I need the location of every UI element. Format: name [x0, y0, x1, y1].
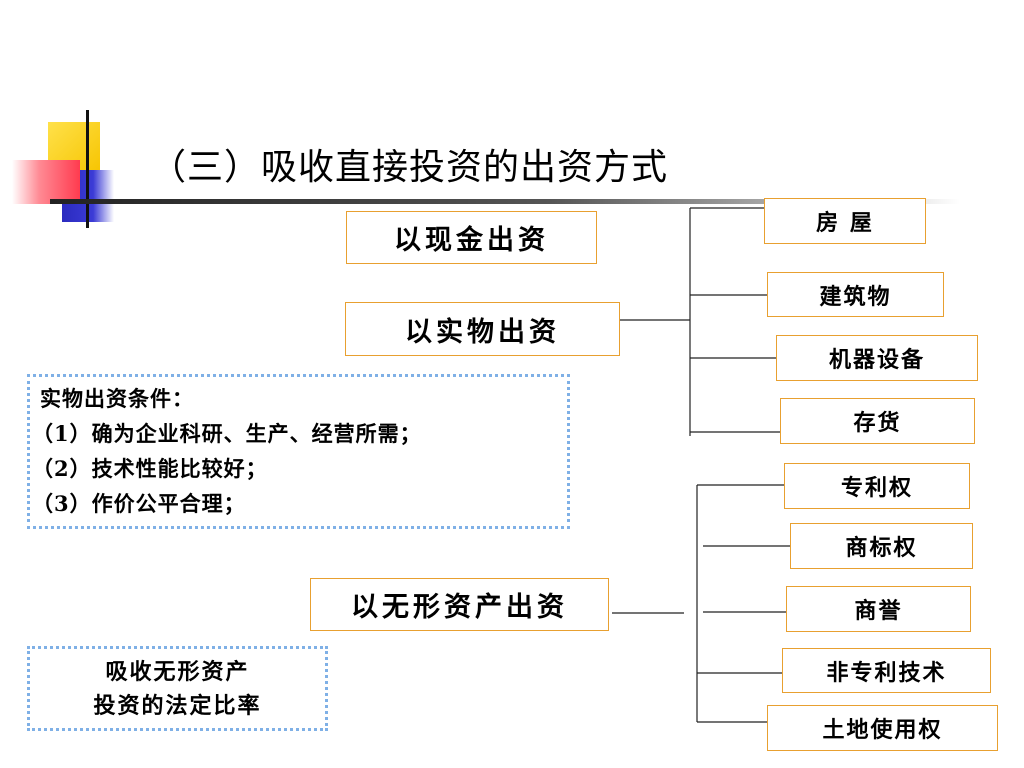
physical-item-building: 建筑物	[767, 272, 944, 317]
note-line-1: 吸收无形资产	[105, 658, 250, 685]
note-line-2: 投资的法定比率	[93, 692, 262, 719]
intangible-item-patent: 专利权	[784, 463, 970, 509]
cash-method-box: 以现金出资	[346, 211, 597, 264]
physical-item-machinery: 机器设备	[776, 335, 978, 381]
title-decoration	[0, 110, 140, 230]
condition-item: （1）确为企业科研、生产、经营所需；	[32, 421, 422, 446]
intangible-item-goodwill: 商誉	[786, 586, 971, 632]
conditions-panel: 实物出资条件： （1）确为企业科研、生产、经营所需； （2）技术性能比较好； （…	[27, 374, 570, 529]
physical-item-house: 房 屋	[764, 198, 926, 244]
condition-item: （2）技术性能比较好；	[32, 456, 268, 481]
physical-method-box: 以实物出资	[345, 302, 620, 356]
physical-item-inventory: 存货	[780, 398, 975, 444]
intangible-method-box: 以无形资产出资	[310, 578, 609, 631]
title-underline	[50, 199, 960, 204]
page-title: （三）吸收直接投资的出资方式	[150, 147, 669, 188]
intangible-item-trademark: 商标权	[790, 523, 973, 569]
deco-red-square	[12, 160, 80, 204]
deco-vertical-line	[86, 110, 89, 228]
conditions-heading: 实物出资条件：	[40, 386, 194, 411]
condition-item: （3）作价公平合理；	[32, 491, 246, 516]
intangible-item-know-how: 非专利技术	[782, 648, 991, 693]
intangible-item-land-use-right: 土地使用权	[767, 705, 998, 751]
legal-ratio-note: 吸收无形资产 投资的法定比率	[27, 646, 328, 731]
